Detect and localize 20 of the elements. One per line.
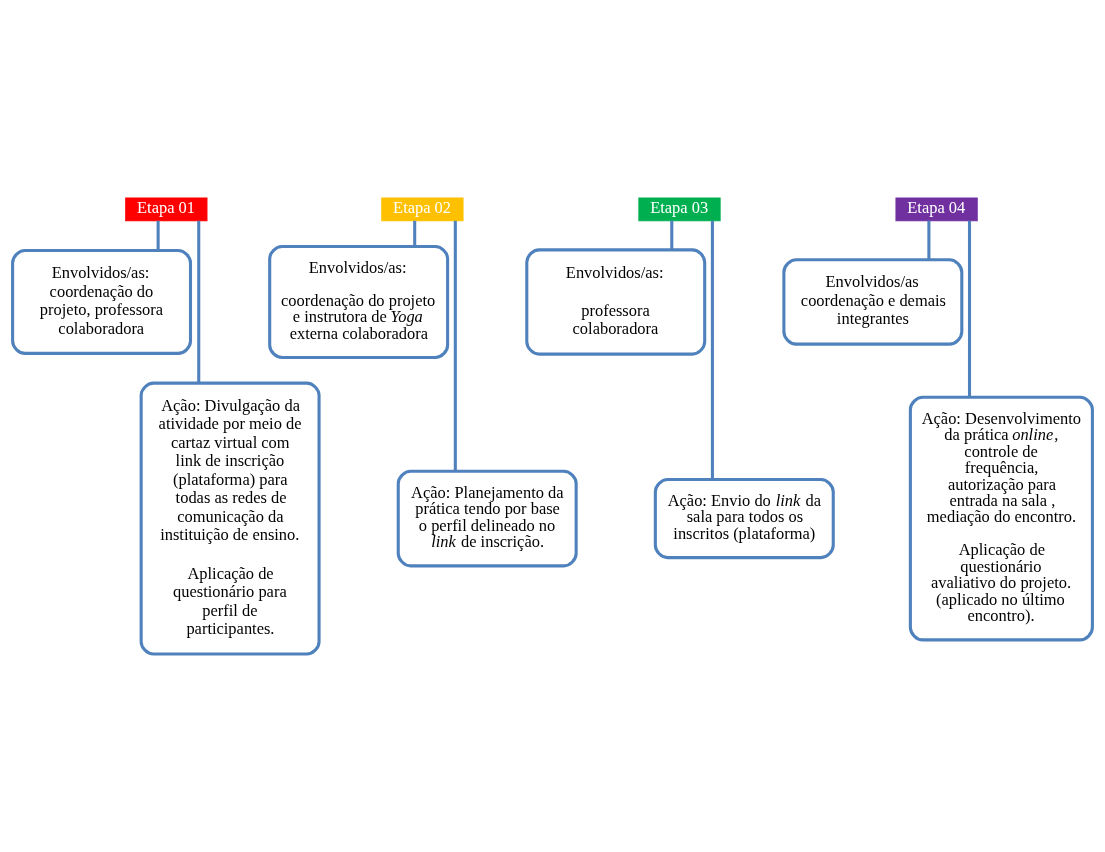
connector xyxy=(197,220,201,384)
connector xyxy=(967,220,972,397)
connector xyxy=(670,220,674,250)
node-box: Etapa 03 xyxy=(638,197,721,222)
connector xyxy=(453,220,457,471)
connector xyxy=(710,220,714,480)
node-box: Ação: Envio do link da sala para todos os inscritos (plataforma) xyxy=(653,477,835,560)
node-box: Ação: Planejamento da prática tendo por base o perfil delineado no link de inscrição. xyxy=(396,469,578,568)
connector xyxy=(413,220,417,247)
node-box: Etapa 04 xyxy=(895,197,978,222)
node-box: Envolvidos/as: coordenação do projeto, professora colaboradora xyxy=(11,249,193,355)
node-box: Envolvidos/as: coordenação do projeto e instrutora de Yoga externa colaboradora xyxy=(268,244,450,360)
node-box: Ação: Divulgação da atividade por meio de cartaz virtual com link de inscrição (plataforma) para todas as redes de comunicação da instituição de ensino. Aplicação de questionário para perfil de participantes. xyxy=(139,381,321,656)
node-box: Etapa 02 xyxy=(381,197,464,222)
connector xyxy=(927,220,931,260)
node-box: Envolvidos/as coordenação e demais integrantes xyxy=(782,258,964,346)
node-box: Etapa 01 xyxy=(125,197,208,222)
node-box: Envolvidos/as: professora colaboradora xyxy=(525,248,707,356)
connector xyxy=(156,220,160,251)
node-box: Ação: Desenvolvimento da prática online, controle de frequência, autorização para entrada na sala , mediação do encontro. Aplicação de questionário avaliativo do projeto. (aplicado no último encontro). xyxy=(908,395,1094,642)
